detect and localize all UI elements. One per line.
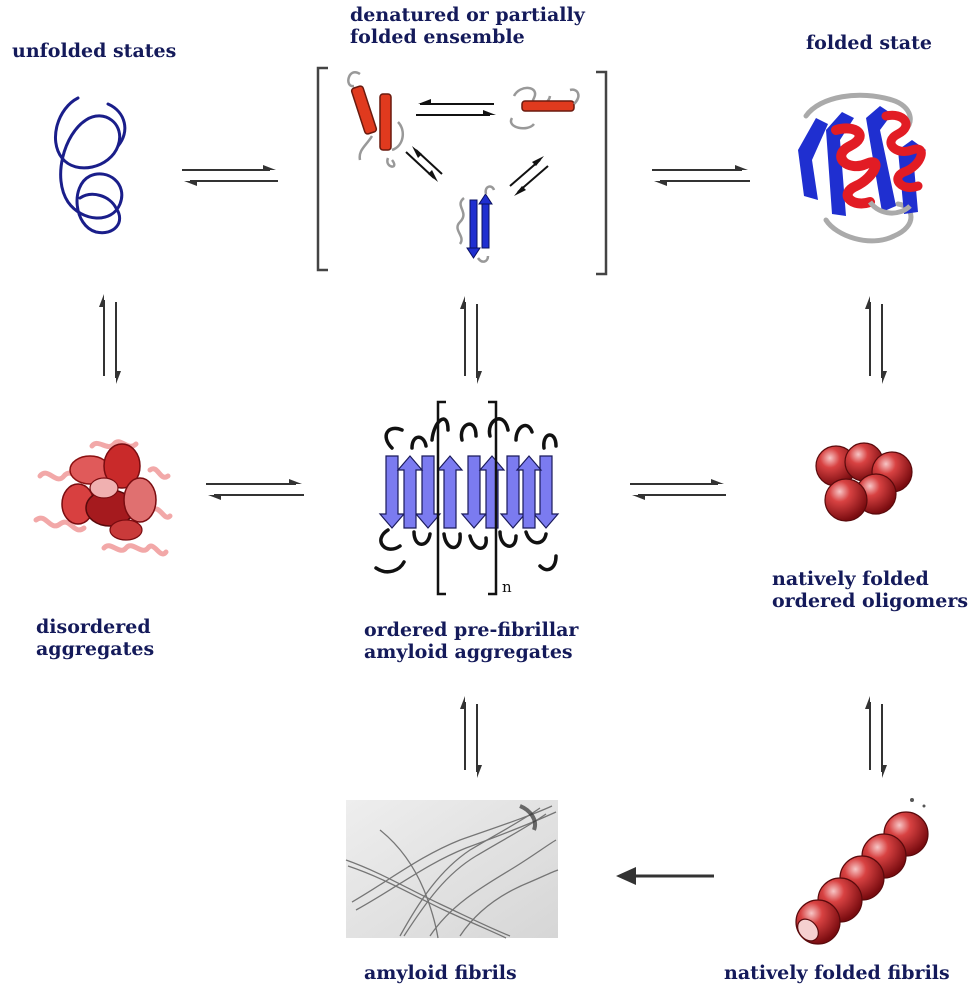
repeat-count-label: n bbox=[502, 578, 512, 596]
single-helix-icon bbox=[509, 86, 580, 130]
arrow-native-fibrils-to-amyloid-fibrils bbox=[616, 867, 714, 885]
label-disordered-aggregates: disordered aggregates bbox=[36, 616, 155, 660]
label-prefibrillar-aggregates: ordered pre-fibrillar amyloid aggregates bbox=[364, 619, 579, 663]
equilibrium-arrow-oligomers-native-fibrils bbox=[865, 696, 887, 778]
equilibrium-arrow-prefibrillar-fibrils bbox=[460, 696, 482, 778]
equilibrium-arrow-disordered-prefibrillar bbox=[206, 479, 304, 500]
equilibrium-arrow-folded-oligomers bbox=[865, 296, 887, 384]
unfolded-coil-icon bbox=[53, 96, 127, 235]
ensemble-bracket bbox=[316, 66, 608, 276]
equilibrium-arrow-prefibrillar-oligomers bbox=[630, 479, 726, 500]
equilibrium-arrow-denatured-folded bbox=[652, 165, 750, 186]
label-denatured-ensemble: denatured or partially folded ensemble bbox=[350, 4, 585, 48]
native-fibril-icon bbox=[795, 798, 929, 945]
equilibrium-arrow-denatured-prefibrillar bbox=[460, 296, 482, 384]
label-ordered-oligomers: natively folded ordered oligomers bbox=[772, 568, 969, 612]
prefibrillar-sheet-icon bbox=[374, 400, 560, 596]
label-native-fibrils: natively folded fibrils bbox=[724, 962, 950, 984]
label-folded-state: folded state bbox=[806, 32, 932, 54]
amyloid-fibrils-micrograph bbox=[345, 800, 559, 939]
equilibrium-arrow-unfolded-denatured bbox=[182, 165, 278, 186]
helix-pair-icon bbox=[347, 71, 405, 168]
ordered-oligomer-icon bbox=[815, 442, 913, 522]
disordered-aggregate-icon bbox=[33, 439, 173, 557]
folded-protein-icon bbox=[798, 92, 926, 244]
beta-hairpin-icon bbox=[456, 185, 496, 263]
equilibrium-arrow-unfolded-disordered bbox=[99, 294, 121, 384]
label-unfolded-states: unfolded states bbox=[12, 40, 177, 62]
ensemble-inner-arrows bbox=[405, 99, 549, 196]
label-amyloid-fibrils: amyloid fibrils bbox=[364, 962, 517, 984]
